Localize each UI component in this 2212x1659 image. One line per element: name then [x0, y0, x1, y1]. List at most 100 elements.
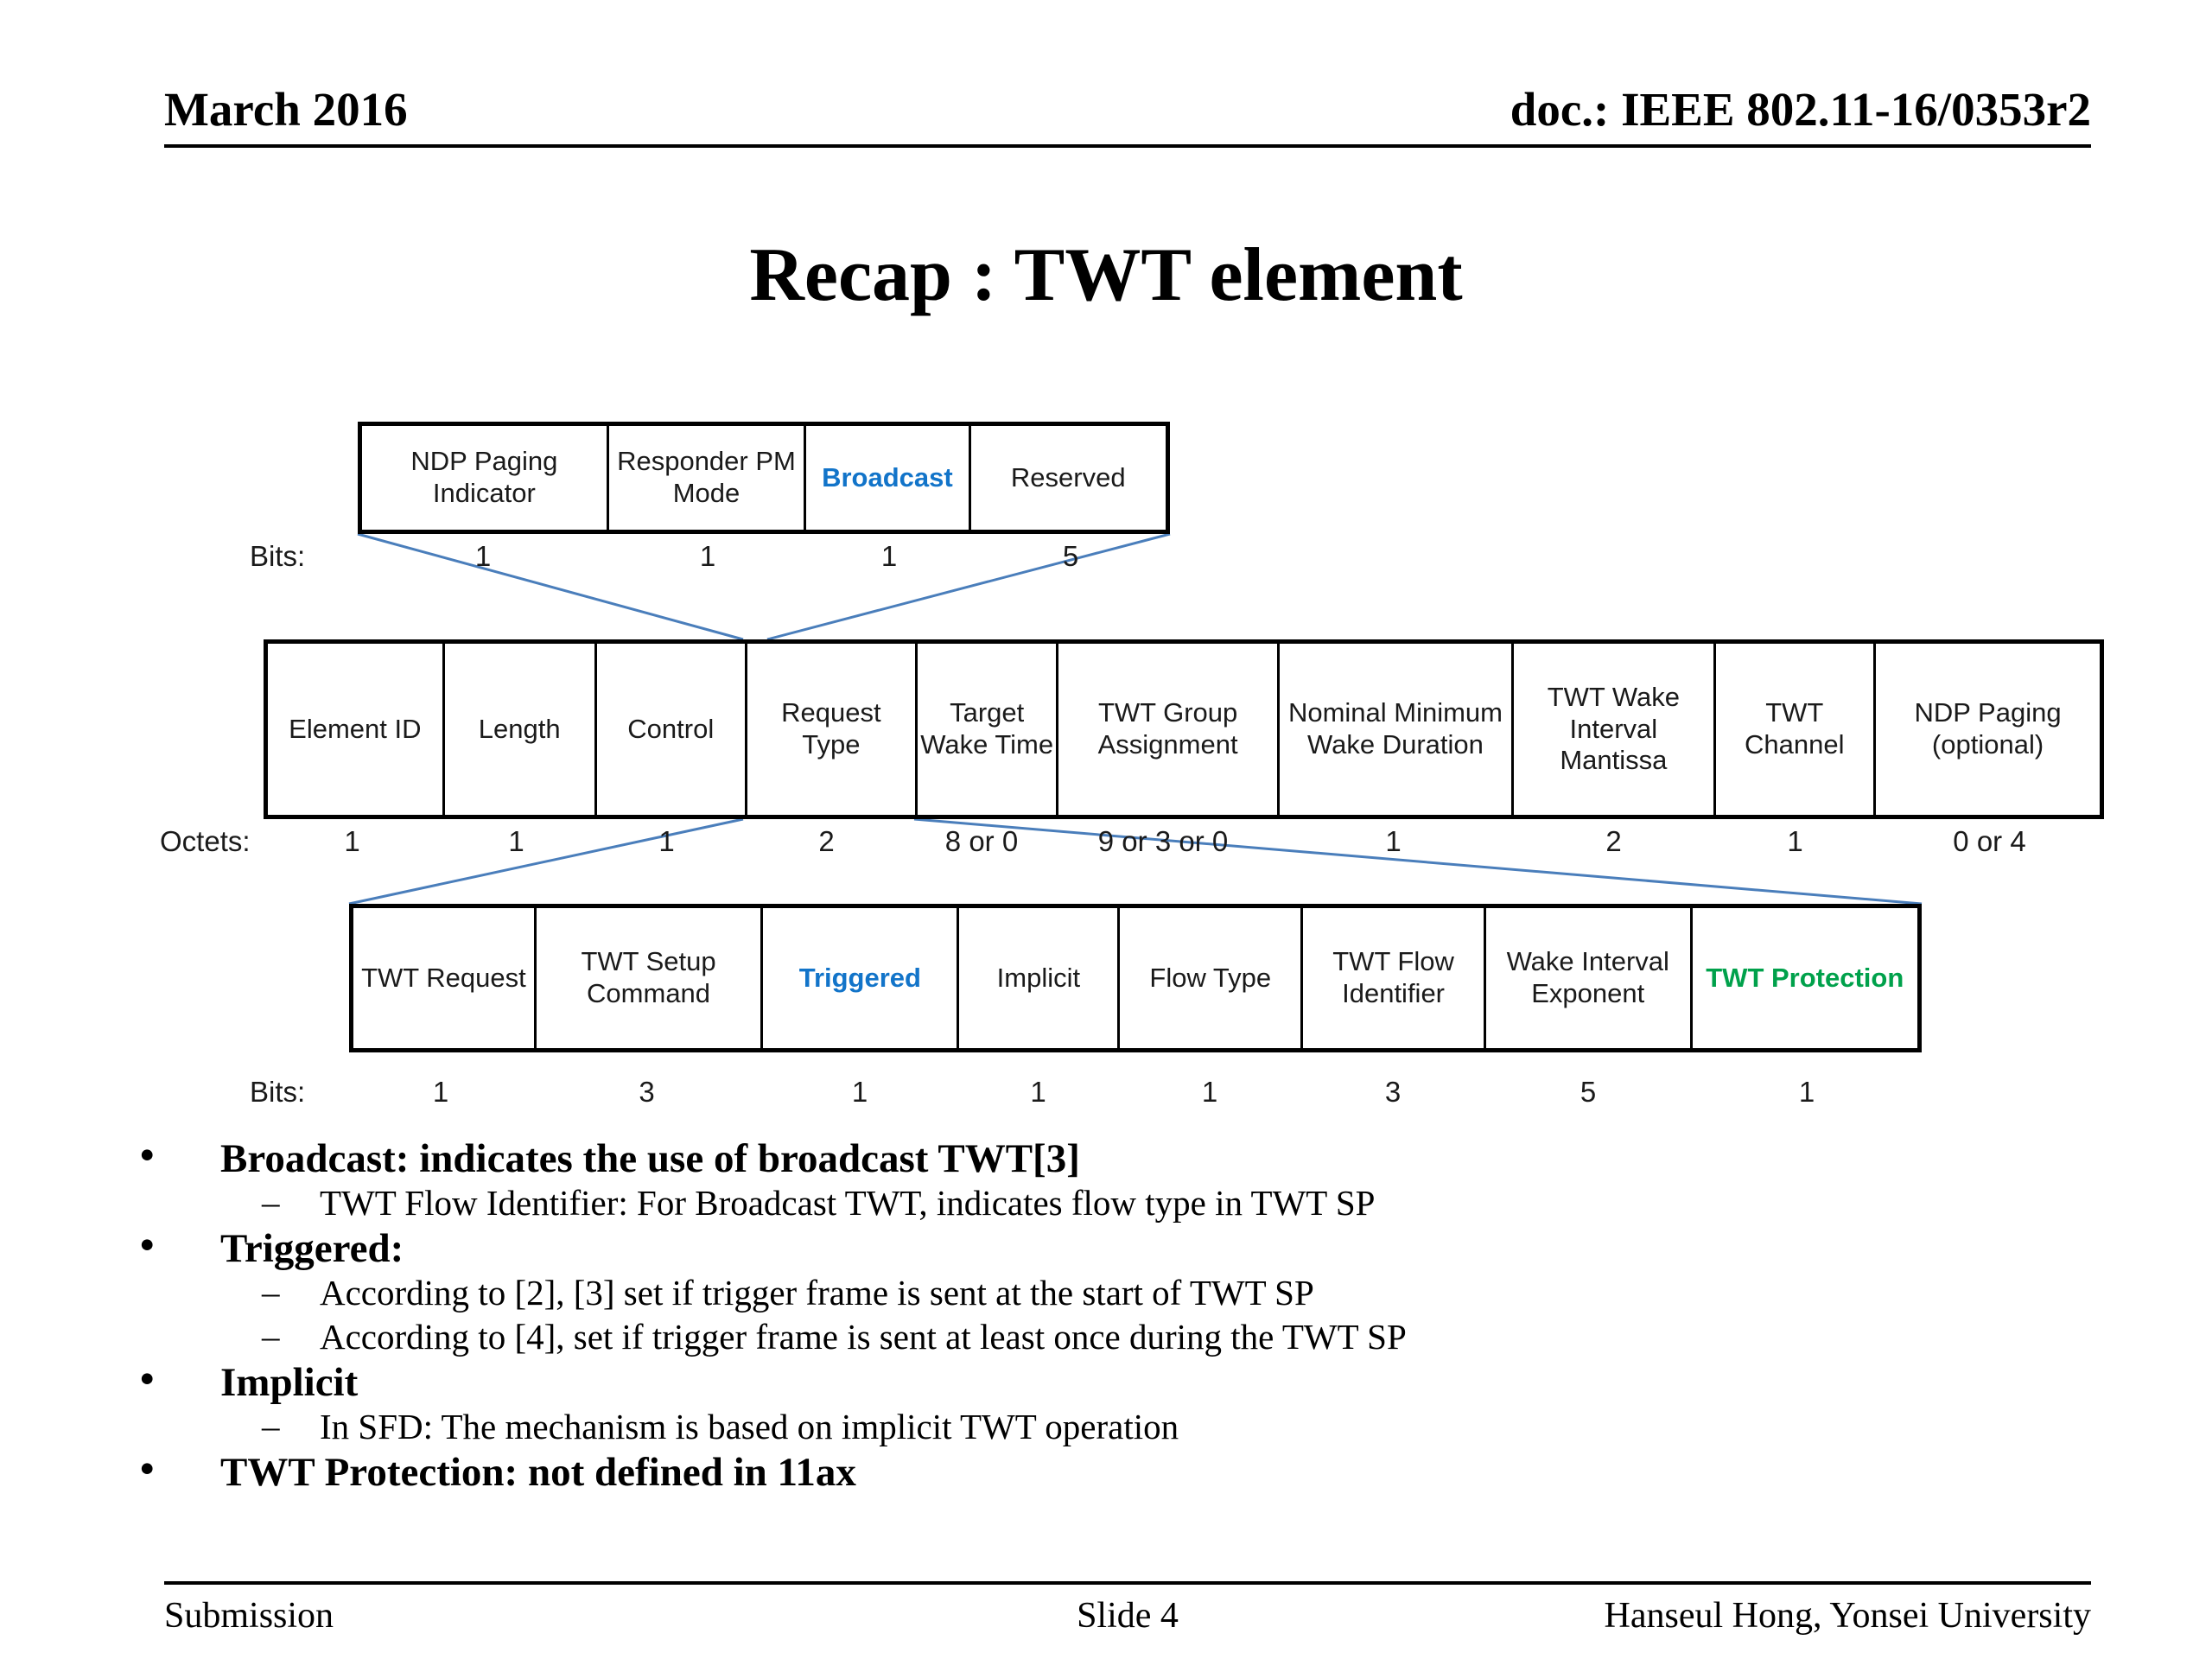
request-field-cell: Implicit: [959, 908, 1121, 1048]
request-field-size-label: 5: [1580, 1076, 1597, 1108]
request-field-cell-label: TWT Request: [361, 962, 526, 993]
request-field-size-label: 1: [851, 1076, 868, 1108]
request-field-size-label: 3: [1384, 1076, 1402, 1108]
element-field-cell-label: Nominal Minimum Wake Duration: [1287, 697, 1503, 760]
bullet-list: • Broadcast: indicates the use of broadca…: [121, 1135, 2108, 1498]
bullet-marker-icon: •: [140, 1222, 155, 1268]
request-bits-label: Bits:: [250, 1076, 306, 1108]
page-title: Recap : TWT element: [749, 233, 1463, 317]
bullet-marker-icon: –: [262, 1315, 280, 1356]
bullet-level2: –TWT Flow Identifier: For Broadcast TWT,…: [121, 1181, 2108, 1223]
element-field-cell-label: Request Type: [781, 697, 881, 760]
request-field-size-label: 1: [1798, 1076, 1815, 1108]
control-field-size-label: 1: [474, 540, 492, 572]
control-field-cell-label: Broadcast: [822, 461, 953, 493]
request-type-subfield-table: TWT Request TWT Setup Command Triggered Imp…: [349, 904, 1922, 1052]
element-field-cell-label: NDP Paging (optional): [1914, 697, 2062, 760]
header-document-id: doc.: IEEE 802.11-16/0353r2: [1510, 83, 2091, 136]
request-field-cell-label: Flow Type: [1149, 962, 1272, 993]
element-field-cell: Length: [445, 644, 597, 815]
request-field-cell-label: Implicit: [996, 962, 1081, 993]
bullet-level2: –In SFD: The mechanism is based on impli…: [121, 1405, 2108, 1446]
control-field-cell-label: NDP Paging Indicator: [410, 446, 558, 508]
element-field-size-label: 1: [1385, 825, 1402, 857]
element-field-size-label: 1: [1787, 825, 1803, 857]
bullet-text: According to [4], set if trigger frame i…: [320, 1316, 1407, 1357]
twt-element-diagram: NDP Paging Indicator Responder PM Mode Bro…: [160, 422, 2104, 1109]
element-field-size-label: 1: [344, 825, 360, 857]
element-field-size-label: 1: [658, 825, 675, 857]
bullet-text: Implicit: [220, 1360, 359, 1406]
bullet-text: Triggered:: [220, 1225, 404, 1271]
element-field-cell: Request Type: [747, 644, 918, 815]
request-field-cell: TWT Protection: [1693, 908, 1917, 1048]
bullet-level2: –According to [4], set if trigger frame …: [121, 1315, 2108, 1357]
bullet-marker-icon: –: [262, 1181, 280, 1222]
control-subfield-table: NDP Paging Indicator Responder PM Mode Bro…: [358, 422, 1170, 534]
control-field-cell: Broadcast: [806, 426, 971, 530]
control-field-cell-label: Reserved: [1010, 461, 1126, 493]
request-field-cell-label: Wake Interval Exponent: [1506, 946, 1669, 1008]
bullet-level1: • Triggered:: [121, 1224, 2108, 1271]
element-field-cell-label: Length: [478, 713, 561, 744]
element-field-size-label: 0 or 4: [1953, 825, 2026, 857]
twt-element-table: Element ID Length Control Request Type Targe…: [264, 639, 2104, 819]
bullet-text: TWT Flow Identifier: For Broadcast TWT, …: [320, 1182, 1376, 1223]
request-field-cell: TWT Flow Identifier: [1303, 908, 1486, 1048]
request-field-cell-label: TWT Flow Identifier: [1332, 946, 1454, 1008]
element-field-cell: TWT Channel: [1716, 644, 1877, 815]
header-divider: [164, 144, 2091, 148]
slide-footer: Submission Slide 4 Hanseul Hong, Yonsei …: [164, 1581, 2091, 1650]
bullet-text: Broadcast: indicates the use of broadcas…: [220, 1136, 1080, 1181]
element-field-cell-label: TWT Group Assignment: [1097, 697, 1238, 760]
element-field-cell-label: Control: [627, 713, 715, 744]
request-field-cell: Triggered: [763, 908, 960, 1048]
bullet-marker-icon: •: [140, 1446, 155, 1491]
bullet-text: In SFD: The mechanism is based on implic…: [320, 1406, 1179, 1446]
bullet-level2: –According to [2], [3] set if trigger fr…: [121, 1271, 2108, 1313]
control-field-cell: Reserved: [971, 426, 1166, 530]
element-field-cell: NDP Paging (optional): [1876, 644, 2100, 815]
bullet-marker-icon: –: [262, 1271, 280, 1312]
bullet-level1: • Broadcast: indicates the use of broadca…: [121, 1135, 2108, 1181]
footer-divider: [164, 1581, 2091, 1585]
request-field-cell: Flow Type: [1120, 908, 1304, 1048]
element-field-cell: Target Wake Time: [918, 644, 1059, 815]
request-field-cell: Wake Interval Exponent: [1486, 908, 1693, 1048]
footer-submission: Submission: [164, 1596, 334, 1636]
slide-header: March 2016 doc.: IEEE 802.11-16/0353r2: [164, 82, 2091, 151]
request-field-cell-label: TWT Setup Command: [581, 946, 716, 1008]
bullet-marker-icon: •: [140, 1133, 155, 1178]
footer-author: Hanseul Hong, Yonsei University: [1604, 1596, 2092, 1636]
request-field-cell-label: Triggered: [798, 962, 921, 993]
control-field-cell: NDP Paging Indicator: [362, 426, 609, 530]
element-field-cell-label: TWT Channel: [1745, 697, 1845, 760]
control-bits-row: Bits: 1 1 1 5: [250, 540, 1170, 573]
bullet-text: TWT Protection: not defined in 11ax: [220, 1450, 856, 1495]
element-field-size-label: 2: [818, 825, 835, 857]
element-field-cell: Nominal Minimum Wake Duration: [1280, 644, 1515, 815]
control-field-size-label: 1: [699, 540, 716, 572]
bullet-level1: •Implicit: [121, 1358, 2108, 1406]
control-field-cell: Responder PM Mode: [609, 426, 807, 530]
bullet-marker-icon: –: [262, 1405, 280, 1446]
element-field-cell: TWT Group Assignment: [1058, 644, 1280, 815]
control-bits-label: Bits:: [250, 540, 306, 572]
element-field-cell-label: Target Wake Time: [920, 697, 1054, 760]
element-field-cell-label: Element ID: [289, 713, 422, 744]
element-field-size-label: 8 or 0: [944, 825, 1019, 857]
element-field-cell-label: TWT Wake Interval Mantissa: [1547, 682, 1680, 776]
element-field-size-label: 2: [1605, 825, 1622, 857]
request-field-cell-label: TWT Protection: [1706, 962, 1904, 993]
request-field-size-label: 1: [1030, 1076, 1046, 1108]
control-field-size-label: 5: [1062, 540, 1079, 572]
element-field-cell: Element ID: [268, 644, 445, 815]
control-field-size-label: 1: [880, 540, 898, 572]
header-date: March 2016: [164, 83, 408, 136]
bullet-level1: • TWT Protection: not defined in 11ax: [121, 1446, 2108, 1495]
element-field-size-label: 9 or 3 or 0: [1097, 825, 1229, 857]
element-field-cell: Control: [597, 644, 747, 815]
bullet-text: According to [2], [3] set if trigger fra…: [320, 1272, 1314, 1313]
